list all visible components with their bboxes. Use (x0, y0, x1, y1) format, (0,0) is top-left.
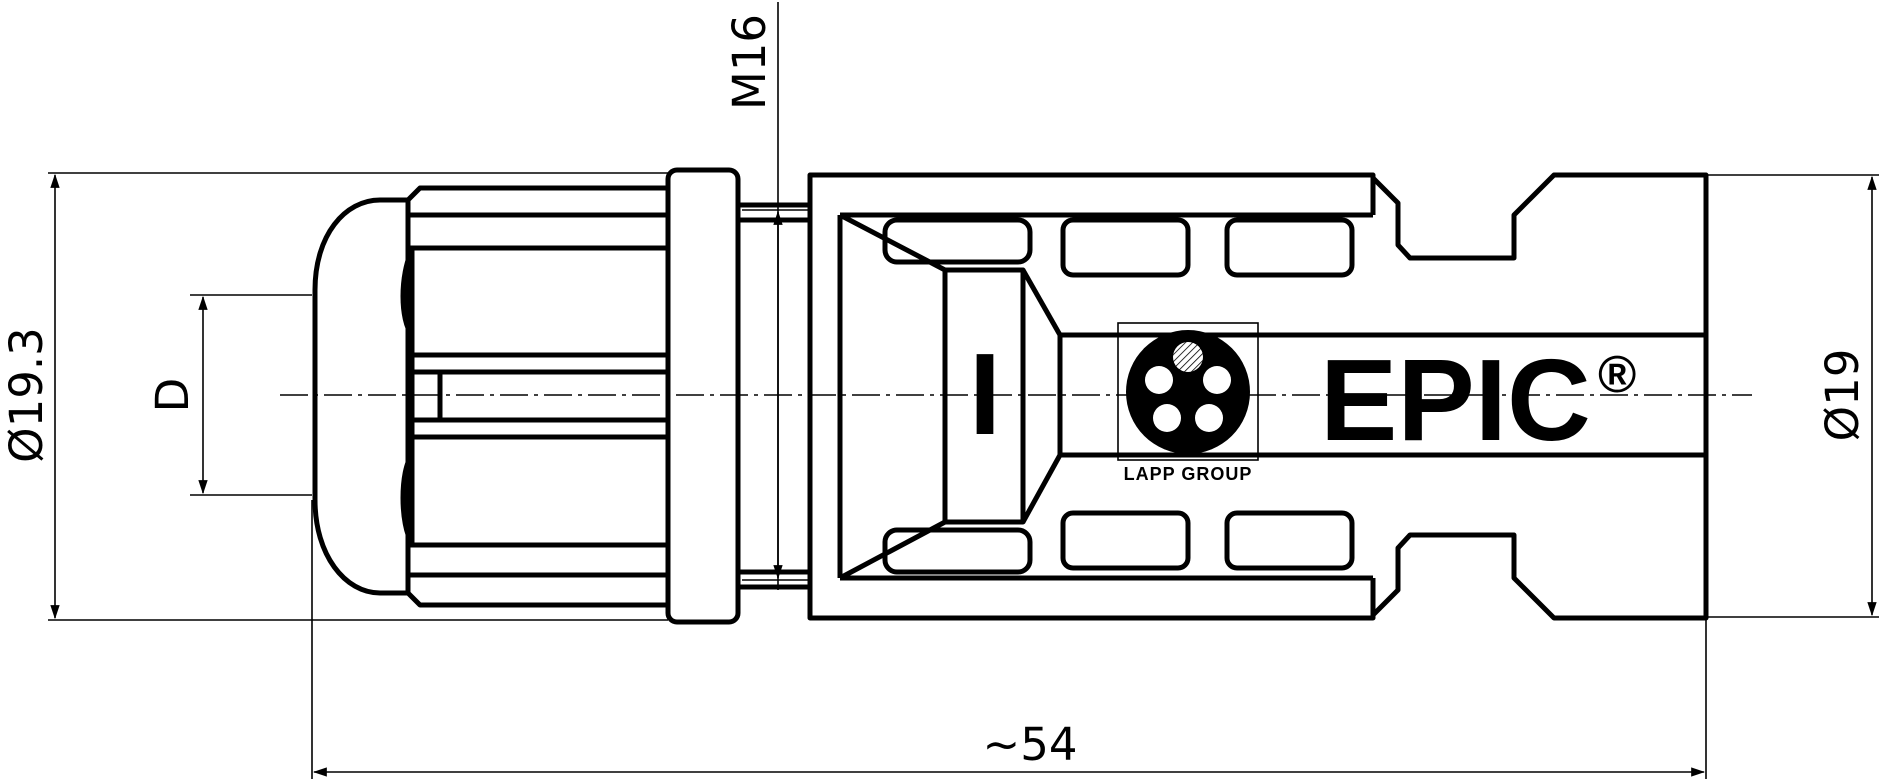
insert-marking: I (969, 329, 1001, 459)
lapp-group-logo: LAPP GROUP (1117, 322, 1259, 484)
dim-overall-diameter: Ø19.3 (0, 327, 53, 463)
dimension-lines (48, 2, 1879, 779)
dim-cable-diameter: D (146, 378, 199, 413)
connector-housing (807, 172, 1709, 621)
dim-housing-diameter: Ø19 (1816, 349, 1869, 442)
dim-overall-length: ~54 (983, 718, 1078, 771)
brand-name: EPIC (1320, 335, 1591, 465)
dim-thread: M16 (723, 14, 776, 110)
registered-mark: ® (1598, 346, 1636, 404)
cable-gland (312, 167, 810, 625)
logo-caption: LAPP GROUP (1124, 464, 1253, 484)
